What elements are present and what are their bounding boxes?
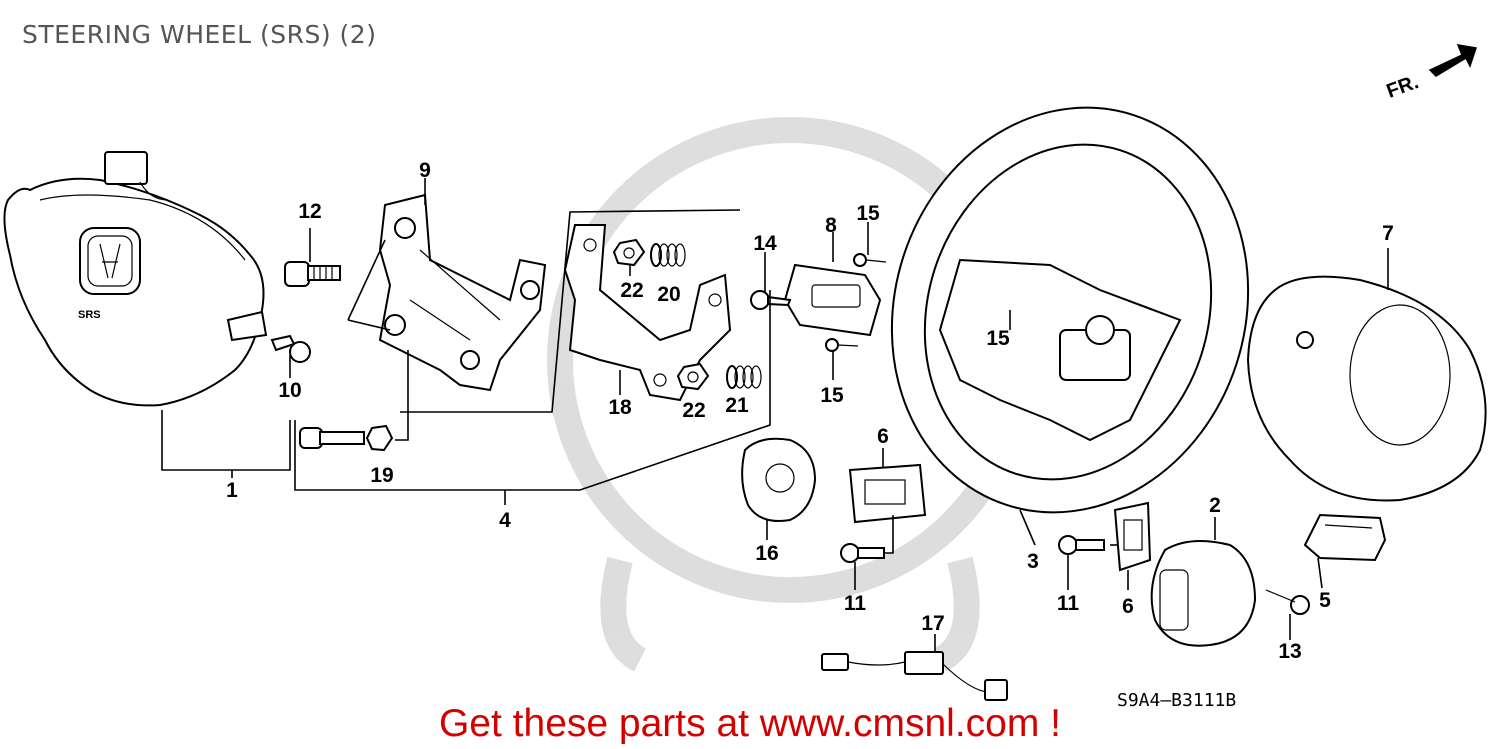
- callout-12: 12: [298, 200, 321, 223]
- front-direction-arrow-icon: FR.: [1384, 44, 1477, 103]
- nut-part-22-lower[interactable]: [676, 362, 710, 391]
- bolt-part-19[interactable]: [299, 424, 394, 452]
- callouts: 1 2 3 4 5 6 6 7 8 9 10 11 11 12 13 14 15…: [226, 159, 1394, 663]
- bracket-part-9[interactable]: [378, 193, 547, 392]
- callout-6-right: 6: [1122, 595, 1134, 618]
- callout-22-lower: 22: [682, 399, 705, 422]
- screw-part-15-c[interactable]: [825, 338, 859, 352]
- callout-8: 8: [825, 214, 837, 237]
- harness-part-17[interactable]: [821, 651, 1008, 701]
- callout-11-right: 11: [1057, 592, 1080, 615]
- airbag-srs-marking: SRS: [78, 309, 101, 321]
- spring-part-20[interactable]: [650, 243, 686, 267]
- nut-part-22-upper[interactable]: [612, 238, 646, 267]
- callout-17: 17: [921, 612, 944, 635]
- promo-link[interactable]: Get these parts at www.cmsnl.com !: [438, 702, 1062, 745]
- switch-part-2[interactable]: [1150, 540, 1257, 647]
- callout-3: 3: [1027, 550, 1039, 573]
- screw-part-15-a[interactable]: [853, 253, 887, 267]
- callout-15-lower: 15: [820, 384, 844, 407]
- callout-15-top: 15: [856, 202, 880, 225]
- screw-part-13[interactable]: [1265, 589, 1310, 615]
- callout-19: 19: [370, 464, 393, 487]
- screw-part-14[interactable]: [750, 290, 792, 310]
- screw-part-10[interactable]: [270, 334, 311, 363]
- callout-9: 9: [419, 159, 431, 182]
- spring-part-21[interactable]: [726, 365, 762, 389]
- plate-part-18[interactable]: [563, 224, 732, 402]
- callout-21: 21: [725, 394, 749, 417]
- bolt-part-11-right[interactable]: [1058, 535, 1105, 555]
- front-direction-label: FR.: [1384, 71, 1422, 103]
- diagram-code: S9A4—B3111B: [1117, 690, 1236, 711]
- callout-7: 7: [1382, 222, 1394, 245]
- bracket-part-6-right[interactable]: [1113, 501, 1152, 572]
- callout-11-center: 11: [844, 592, 867, 615]
- callout-20: 20: [657, 283, 680, 306]
- switch-part-16[interactable]: [741, 437, 817, 522]
- callout-14: 14: [753, 232, 777, 255]
- bracket-part-6-center[interactable]: [848, 463, 927, 524]
- callout-10: 10: [278, 379, 301, 402]
- callout-13: 13: [1278, 640, 1301, 663]
- bolt-part-12[interactable]: [284, 261, 341, 287]
- rear-cover-part-7[interactable]: [1246, 275, 1487, 502]
- callout-4: 4: [499, 509, 511, 532]
- cover-part-8[interactable]: [783, 263, 882, 337]
- steering-wheel-part-3[interactable]: [840, 61, 1300, 559]
- callout-1: 1: [226, 479, 238, 502]
- callout-2: 2: [1209, 494, 1221, 517]
- leader-lines: [161, 178, 1389, 652]
- callout-16: 16: [755, 542, 778, 565]
- airbag-module-part-1[interactable]: SRS: [3, 151, 268, 407]
- callout-22-upper: 22: [620, 279, 643, 302]
- callout-5: 5: [1319, 589, 1331, 612]
- callout-18: 18: [608, 396, 632, 419]
- cover-part-5[interactable]: [1303, 513, 1387, 562]
- callout-6-center: 6: [877, 425, 889, 448]
- diagram-title: STEERING WHEEL (SRS) (2): [22, 20, 377, 49]
- callout-15-wheel: 15: [986, 327, 1010, 350]
